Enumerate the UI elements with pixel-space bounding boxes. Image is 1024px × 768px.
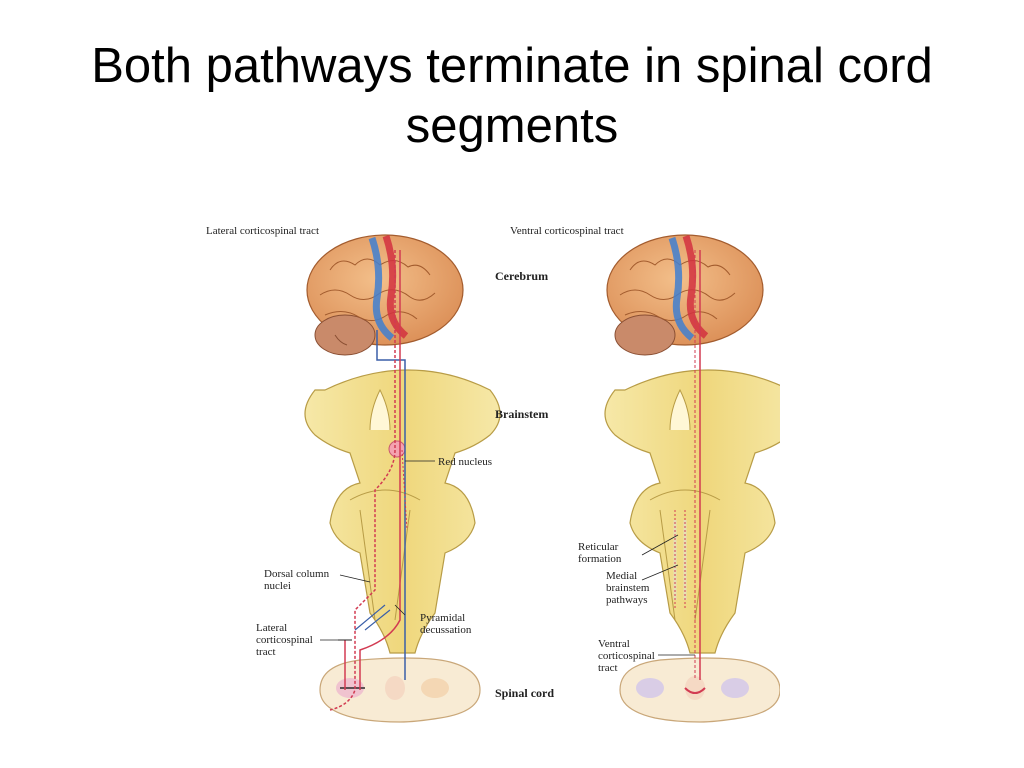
left-tract-lines: [329, 250, 408, 711]
right-spinal-cord: [619, 657, 780, 723]
corticospinal-figure: Lateral corticospinal tract Red nucleus …: [190, 210, 780, 725]
lateral-tract-heading: Lateral corticospinal tract: [206, 225, 319, 237]
brainstem-label: Brainstem: [495, 407, 549, 421]
left-cerebrum: [306, 234, 464, 356]
lateral-corticospinal-tract-label: Lateral corticospinal tract: [256, 622, 313, 658]
ventral-corticospinal-tract-label: Ventral corticospinal tract: [598, 638, 655, 674]
slide-title: Both pathways terminate in spinal cord s…: [91, 39, 933, 153]
right-leader-lines: [641, 534, 695, 656]
left-panel: [304, 234, 501, 723]
right-panel: [604, 234, 780, 723]
ventral-tract-heading: Ventral corticospinal tract: [510, 225, 624, 237]
reticular-formation-label: Reticular formation: [578, 541, 622, 565]
pyramidal-decussation-label: Pyramidal decussation: [420, 612, 472, 636]
red-nucleus-label: Red nucleus: [438, 456, 493, 468]
spinal-cord-label: Spinal cord: [495, 686, 555, 700]
left-spinal-cord: [319, 657, 481, 723]
right-brainstem: [604, 369, 780, 654]
pathways-diagram: [304, 234, 780, 723]
dorsal-column-nuclei-label: Dorsal column nuclei: [264, 568, 330, 592]
left-leader-lines: [320, 460, 435, 641]
right-cerebrum: [606, 234, 764, 356]
left-brainstem: [304, 369, 501, 654]
medial-brainstem-pathways-label: Medial brainstem pathways: [606, 570, 650, 606]
right-tract-lines: [674, 250, 701, 680]
cerebrum-label: Cerebrum: [495, 269, 549, 283]
